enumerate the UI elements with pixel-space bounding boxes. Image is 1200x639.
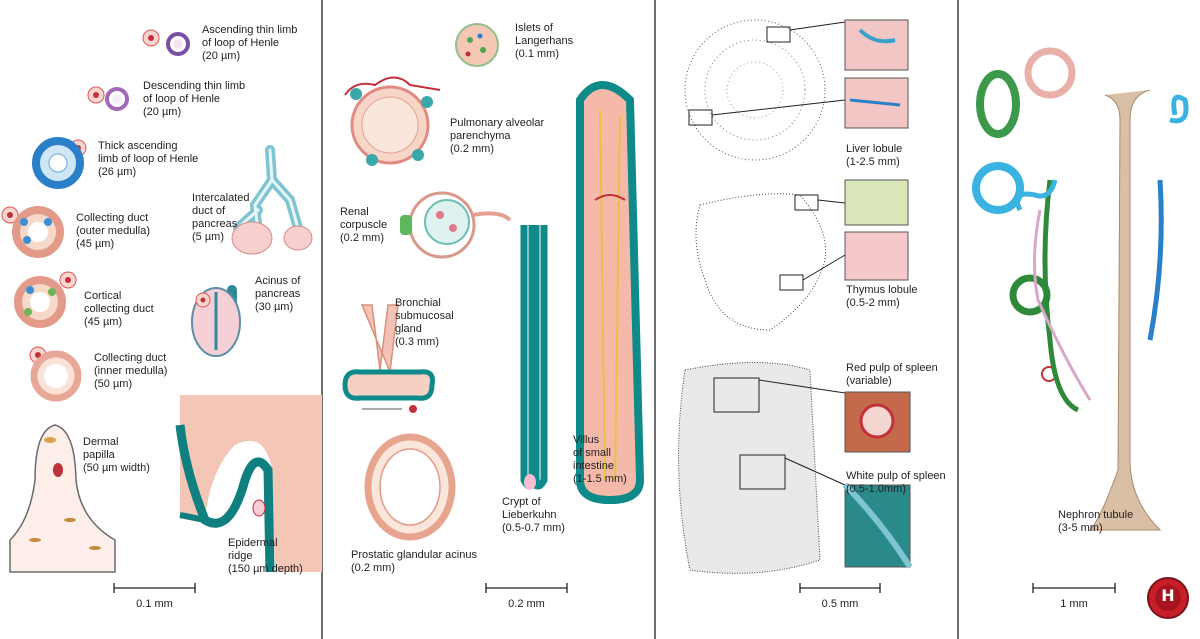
- villus-illustration: [576, 81, 645, 505]
- label-liver-lobule: Liver lobule (1-2.5 mm): [846, 143, 903, 168]
- scale-bar-label: 0.2 mm: [508, 598, 545, 610]
- label-white-pulp: White pulp of spleen (0.5-1.0mm): [846, 470, 946, 495]
- label-ascending-thin-limb: Ascending thin limb of loop of Henle (20…: [202, 24, 298, 62]
- thymus-lobule-illustration: [695, 179, 909, 331]
- label-collecting-duct-inner: Collecting duct (inner medulla) (50 µm): [94, 352, 168, 390]
- label-prostatic-acinus: Prostatic glandular acinus (0.2 mm): [351, 549, 477, 574]
- prostatic-acinus-illustration: [364, 433, 456, 541]
- spleen-illustration: [678, 362, 913, 574]
- scale-bar-graphic: [799, 583, 881, 593]
- epidermal-ridge-illustration: [175, 395, 322, 573]
- label-dermal-papilla: Dermal papilla (50 µm width): [83, 436, 150, 474]
- label-renal-corpuscle: Renal corpuscle (0.2 mm): [340, 206, 388, 244]
- cortical-collecting-duct-illustration: [14, 271, 77, 328]
- label-cortical-collecting-duct: Cortical collecting duct (45 µm): [84, 290, 154, 328]
- label-acinus: Acinus of pancreas (30 µm): [255, 275, 301, 313]
- scale-bar-graphic: [113, 583, 196, 593]
- ascending-thin-limb-illustration: [142, 29, 190, 56]
- label-crypt: Crypt of Lieberkuhn (0.5-0.7 mm): [502, 496, 565, 534]
- label-thick-ascending-limb: Thick ascending limb of loop of Henle (2…: [98, 140, 199, 178]
- intercalated-duct-illustration: [231, 145, 313, 255]
- label-villus: Villus of small intestine (1-1.5 mm): [573, 434, 627, 485]
- collecting-duct-outer-illustration: [1, 206, 64, 258]
- hubmap-logo-letter: H: [1161, 586, 1175, 605]
- label-bronchial-gland: Bronchial submucosal gland (0.3 mm): [395, 297, 454, 348]
- liver-lobule-illustration: [684, 19, 909, 161]
- bronchial-gland-illustration: [342, 304, 435, 413]
- scale-bar-label: 0.5 mm: [821, 598, 859, 610]
- label-thymus-lobule: Thymus lobule (0.5-2 mm): [846, 284, 918, 309]
- dermal-papilla-illustration: [9, 424, 116, 573]
- renal-corpuscle-illustration: [400, 191, 512, 259]
- label-islets: Islets of Langerhans (0.1 mm): [515, 22, 574, 60]
- hubmap-logo-icon: [1147, 577, 1189, 619]
- label-intercalated-duct: Intercalated duct of pancreas (5 µm): [192, 192, 250, 243]
- scale-bar-graphic: [485, 583, 568, 593]
- label-red-pulp: Red pulp of spleen (variable): [846, 362, 938, 387]
- label-epidermal-ridge: Epidermal ridge (150 µm depth): [228, 537, 303, 575]
- acinus-illustration: [191, 285, 241, 357]
- thick-ascending-limb-illustration: [32, 137, 87, 189]
- label-descending-thin-limb: Descending thin limb of loop of Henle (2…: [143, 80, 246, 118]
- label-nephron-tubule: Nephron tubule (3-5 mm): [1058, 509, 1134, 534]
- pulmonary-alveolar-illustration: [344, 76, 441, 166]
- scale-bar-graphic: [1032, 583, 1116, 593]
- collecting-duct-inner-illustration: [29, 346, 82, 402]
- descending-thin-limb-illustration: [87, 86, 129, 111]
- label-pulmonary-alveolar: Pulmonary alveolar parenchyma (0.2 mm): [450, 117, 545, 155]
- label-collecting-duct-outer: Collecting duct (outer medulla) (45 µm): [76, 212, 150, 250]
- islets-illustration: [455, 23, 499, 67]
- nephron-illustration: [972, 47, 1189, 531]
- scale-bar-label: 0.1 mm: [136, 598, 173, 610]
- crypt-illustration: [520, 225, 548, 490]
- scale-bar-label: 1 mm: [1060, 598, 1088, 610]
